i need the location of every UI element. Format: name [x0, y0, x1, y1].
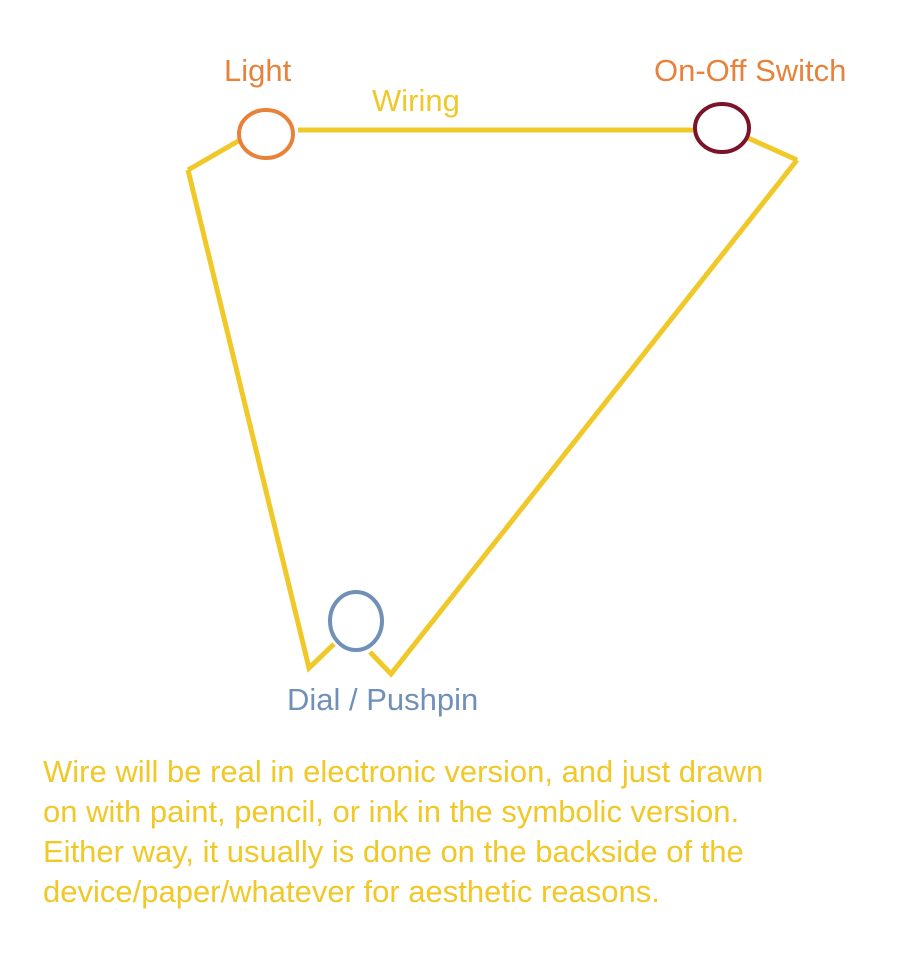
dial-label: Dial / Pushpin [287, 682, 479, 717]
light-node [237, 108, 295, 160]
note-line: on with paint, pencil, or ink in the sym… [43, 794, 740, 829]
switch-label: On-Off Switch [654, 53, 847, 88]
switch-node [693, 102, 751, 154]
wire-left-side [185, 169, 336, 673]
note-line: Either way, it usually is done on the ba… [43, 834, 744, 869]
wire-right-side [368, 158, 799, 678]
explanation-note: Wire will be real in electronic version,… [43, 752, 893, 912]
wire-switch-to-right-corner [746, 135, 799, 163]
wire-light-to-left-corner [186, 137, 242, 173]
note-line: Wire will be real in electronic version,… [43, 754, 764, 789]
wiring-label: Wiring [372, 83, 460, 118]
note-line: device/paper/whatever for aesthetic reas… [43, 874, 660, 909]
dial-node [328, 590, 384, 652]
light-label: Light [224, 53, 292, 88]
